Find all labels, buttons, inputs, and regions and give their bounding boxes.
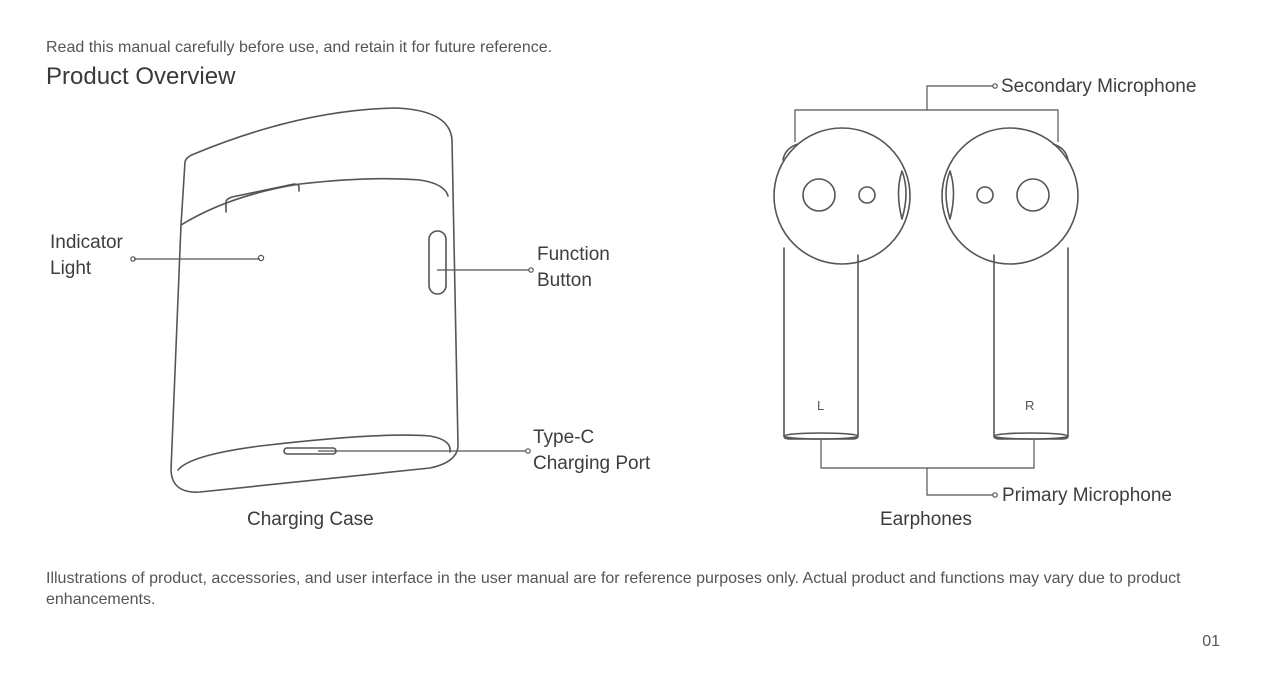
- charging-port-label-line2: Charging Port: [533, 453, 651, 474]
- function-button-label-line1: Function: [537, 244, 610, 265]
- earphones-drawing: L R: [773, 83, 1079, 498]
- right-earbud-mark: R: [1025, 398, 1034, 413]
- page-number: 01: [1202, 633, 1220, 650]
- charging-port-label-line1: Type-C: [533, 427, 595, 448]
- intro-text: Read this manual carefully before use, a…: [46, 39, 553, 56]
- function-button-label-line2: Button: [537, 270, 592, 291]
- indicator-light-label-line2: Light: [50, 258, 92, 279]
- indicator-light-label-line1: Indicator: [50, 232, 123, 253]
- page-title: Product Overview: [46, 63, 236, 90]
- disclaimer-text: Illustrations of product, accessories, a…: [46, 570, 1181, 608]
- charging-case-caption: Charging Case: [247, 509, 374, 530]
- primary-microphone-label: Primary Microphone: [1002, 485, 1172, 506]
- charging-case-drawing: [130, 107, 534, 493]
- secondary-microphone-label: Secondary Microphone: [1001, 76, 1197, 97]
- function-button-label: Function Button: [537, 242, 610, 294]
- left-earbud-mark: L: [817, 398, 824, 413]
- charging-port-label: Type-C Charging Port: [533, 425, 650, 477]
- indicator-light-label: Indicator Light: [50, 230, 123, 282]
- earphones-caption: Earphones: [880, 509, 972, 530]
